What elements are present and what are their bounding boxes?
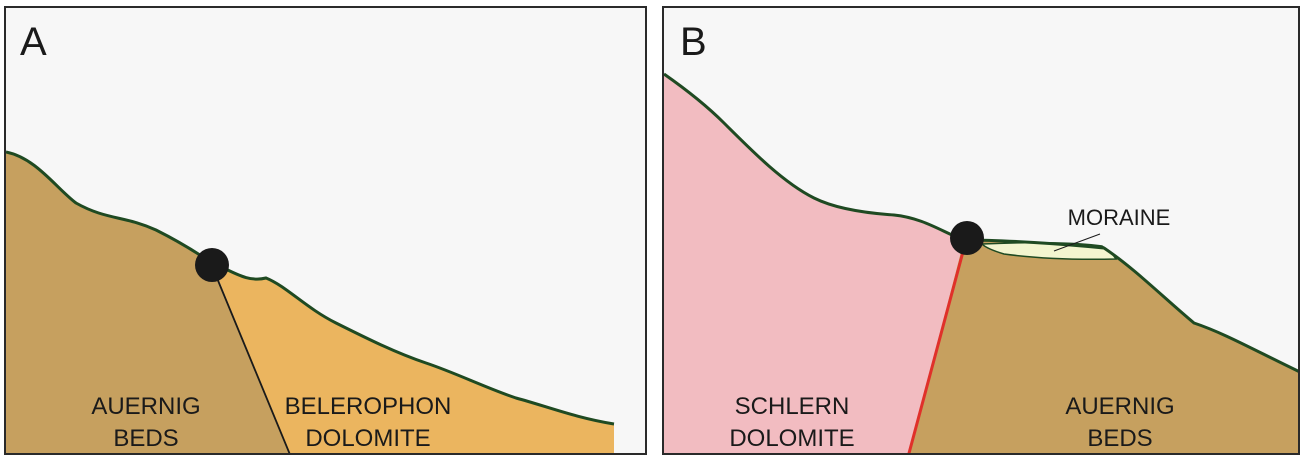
auernig-beds-unit — [6, 152, 290, 453]
cross-section-a — [6, 150, 615, 453]
panel-letter: A — [20, 20, 47, 64]
ground-surface-line — [6, 150, 615, 426]
auernig-beds-unit — [909, 240, 1298, 453]
schlern-dolomite-unit — [664, 74, 964, 453]
observation-point — [195, 248, 229, 282]
moraine-label: MORAINE — [1067, 205, 1171, 230]
panel-letter: B — [680, 20, 707, 64]
observation-point — [950, 221, 984, 255]
ground-surface-line — [664, 72, 1298, 373]
contact-line — [211, 265, 291, 453]
moraine-leader-line — [1053, 233, 1101, 252]
fault-line — [907, 247, 966, 453]
cross-section-b — [664, 72, 1298, 453]
